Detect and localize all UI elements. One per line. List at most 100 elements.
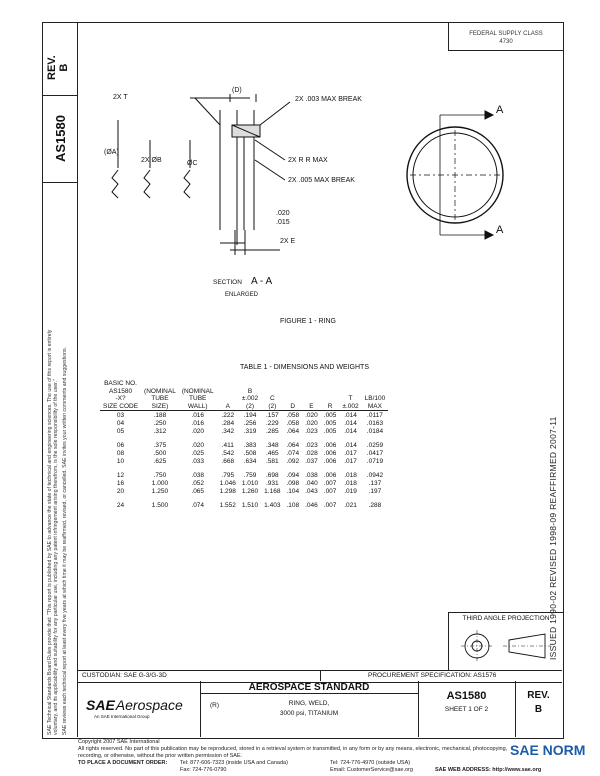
table-cell: .288 (368, 501, 382, 509)
table-cell: .098 (286, 479, 300, 487)
section-word: SECTION (213, 279, 242, 286)
order-label: TO PLACE A DOCUMENT ORDER: (78, 760, 168, 766)
table-cell: .019 (344, 487, 357, 495)
table-cell: .250 (153, 419, 167, 427)
table-header-cell: R (320, 380, 340, 411)
section-arrow-label-bottom: A (496, 224, 504, 236)
table-cell: .750 (153, 471, 167, 479)
table-cell: .052 (191, 479, 205, 487)
disclaimer-line: SAE reviews each technical report at lea… (62, 347, 68, 735)
table-cell: .0417 (366, 449, 384, 457)
table-header-cell: BASIC NO.AS1580-X?SIZE CODE (100, 380, 142, 411)
table-cell: .795 (221, 471, 235, 479)
header-line: AS1580 (108, 387, 133, 395)
section-enlarged: ENLARGED (225, 292, 259, 298)
table-cell: 16 (116, 479, 125, 487)
side-doc-number: AS1580 (53, 115, 68, 162)
table-cell: .074 (286, 449, 300, 457)
order-email: Email: CustomerService@sae.org (330, 767, 413, 773)
table-cell: 1.010 (241, 479, 259, 487)
footer: Copyright 2007 SAE International All rig… (78, 739, 548, 760)
table-cell: 1.250 (151, 487, 169, 495)
table-cell: .016 (191, 419, 205, 427)
ring-figure (111, 94, 504, 255)
projection-label: THIRD ANGLE PROJECTION (462, 615, 550, 622)
table-cell: .005 (323, 419, 337, 427)
table-cell: .058 (286, 419, 300, 427)
header-line: ±.002 (342, 402, 359, 410)
callout-a-dia: (ØA) (104, 149, 119, 156)
section-arrow-label-top: A (496, 104, 504, 116)
callout-dim2: .015 (276, 219, 290, 226)
table-cell: .625 (153, 457, 167, 465)
header-line: -X? (115, 395, 126, 402)
table-row: 03.188.016.222.194.157.058.020.005.014.0… (100, 411, 388, 420)
table-cell: .197 (368, 487, 382, 495)
table-cell: 05 (116, 427, 125, 435)
table-cell: .668 (221, 457, 235, 465)
callout-b-dia: 2X ØB (141, 157, 162, 164)
table-cell: .465 (265, 449, 279, 457)
table-cell: .020 (191, 427, 205, 435)
side-rev-label: REV. (46, 55, 58, 80)
order-fax: Fax: 724-776-0790 (180, 767, 227, 773)
header-line: E (309, 402, 314, 410)
table-cell: 1.260 (241, 487, 259, 495)
sae-norm-watermark: SAE NORM (510, 742, 586, 758)
figure-caption: FIGURE 1 - RING (280, 318, 337, 325)
table-cell: .038 (305, 471, 318, 479)
table-cell: .0942 (366, 471, 384, 479)
order-tel2: Tel: 724-776-4970 (outside USA) (330, 760, 411, 766)
tb-divider-3 (515, 681, 516, 737)
header-line: D (290, 402, 296, 410)
table-cell: .006 (323, 441, 337, 449)
table-cell: .0117 (367, 411, 383, 419)
table-title: TABLE 1 - DIMENSIONS AND WEIGHTS (240, 364, 370, 371)
table-cell: .040 (305, 479, 318, 487)
table-cell: .020 (305, 411, 318, 419)
rev-label: REV. (527, 690, 550, 701)
header-line: B (247, 387, 253, 395)
table-cell: .058 (286, 411, 300, 419)
table-header-cell: T±.002 (339, 380, 362, 411)
desc-line1: RING, WELD, (288, 700, 330, 707)
table-header-cell: B±.002(2) (238, 380, 262, 411)
custodian-divider (320, 670, 321, 681)
table-cell: .064 (286, 441, 300, 449)
callout-break1: 2X .003 MAX BREAK (295, 96, 362, 103)
header-line: A (225, 402, 230, 410)
header-line: T (348, 395, 353, 402)
disclaimer-line: voluntary, and its applicability and sui… (53, 379, 59, 735)
table-cell: 10 (116, 457, 125, 465)
table-cell: .375 (153, 441, 167, 449)
table-cell: .020 (191, 441, 205, 449)
table-cell: .007 (323, 487, 337, 495)
table-cell: .698 (265, 471, 279, 479)
table-header-cell: D (283, 380, 303, 411)
table-cell: .018 (344, 479, 357, 487)
table-cell: .319 (243, 427, 257, 435)
table-cell: .229 (265, 419, 279, 427)
table-cell: .188 (153, 411, 167, 419)
copyright-line: recording, or otherwise, without the pri… (78, 753, 243, 759)
side-disclaimer: SAE Technical Standards Board Rules prov… (47, 330, 68, 735)
table-cell: .005 (323, 411, 337, 419)
table-cell: 1.403 (264, 501, 281, 509)
table-cell: .256 (243, 419, 257, 427)
callout-break2: 2X .005 MAX BREAK (288, 177, 355, 184)
table-cell: 08 (116, 449, 125, 457)
table-cell: .025 (191, 449, 205, 457)
table-cell: .0719 (366, 457, 384, 465)
header-line: BASIC NO. (104, 380, 137, 387)
table-row: 04.250.016.284.256.229.058.020.005.014.0… (100, 419, 388, 427)
table-cell: .016 (191, 411, 205, 419)
table-cell: 24 (116, 501, 125, 509)
table-header-cell: E (302, 380, 321, 411)
header-line: MAX (367, 402, 382, 410)
table-cell: .014 (344, 427, 357, 435)
